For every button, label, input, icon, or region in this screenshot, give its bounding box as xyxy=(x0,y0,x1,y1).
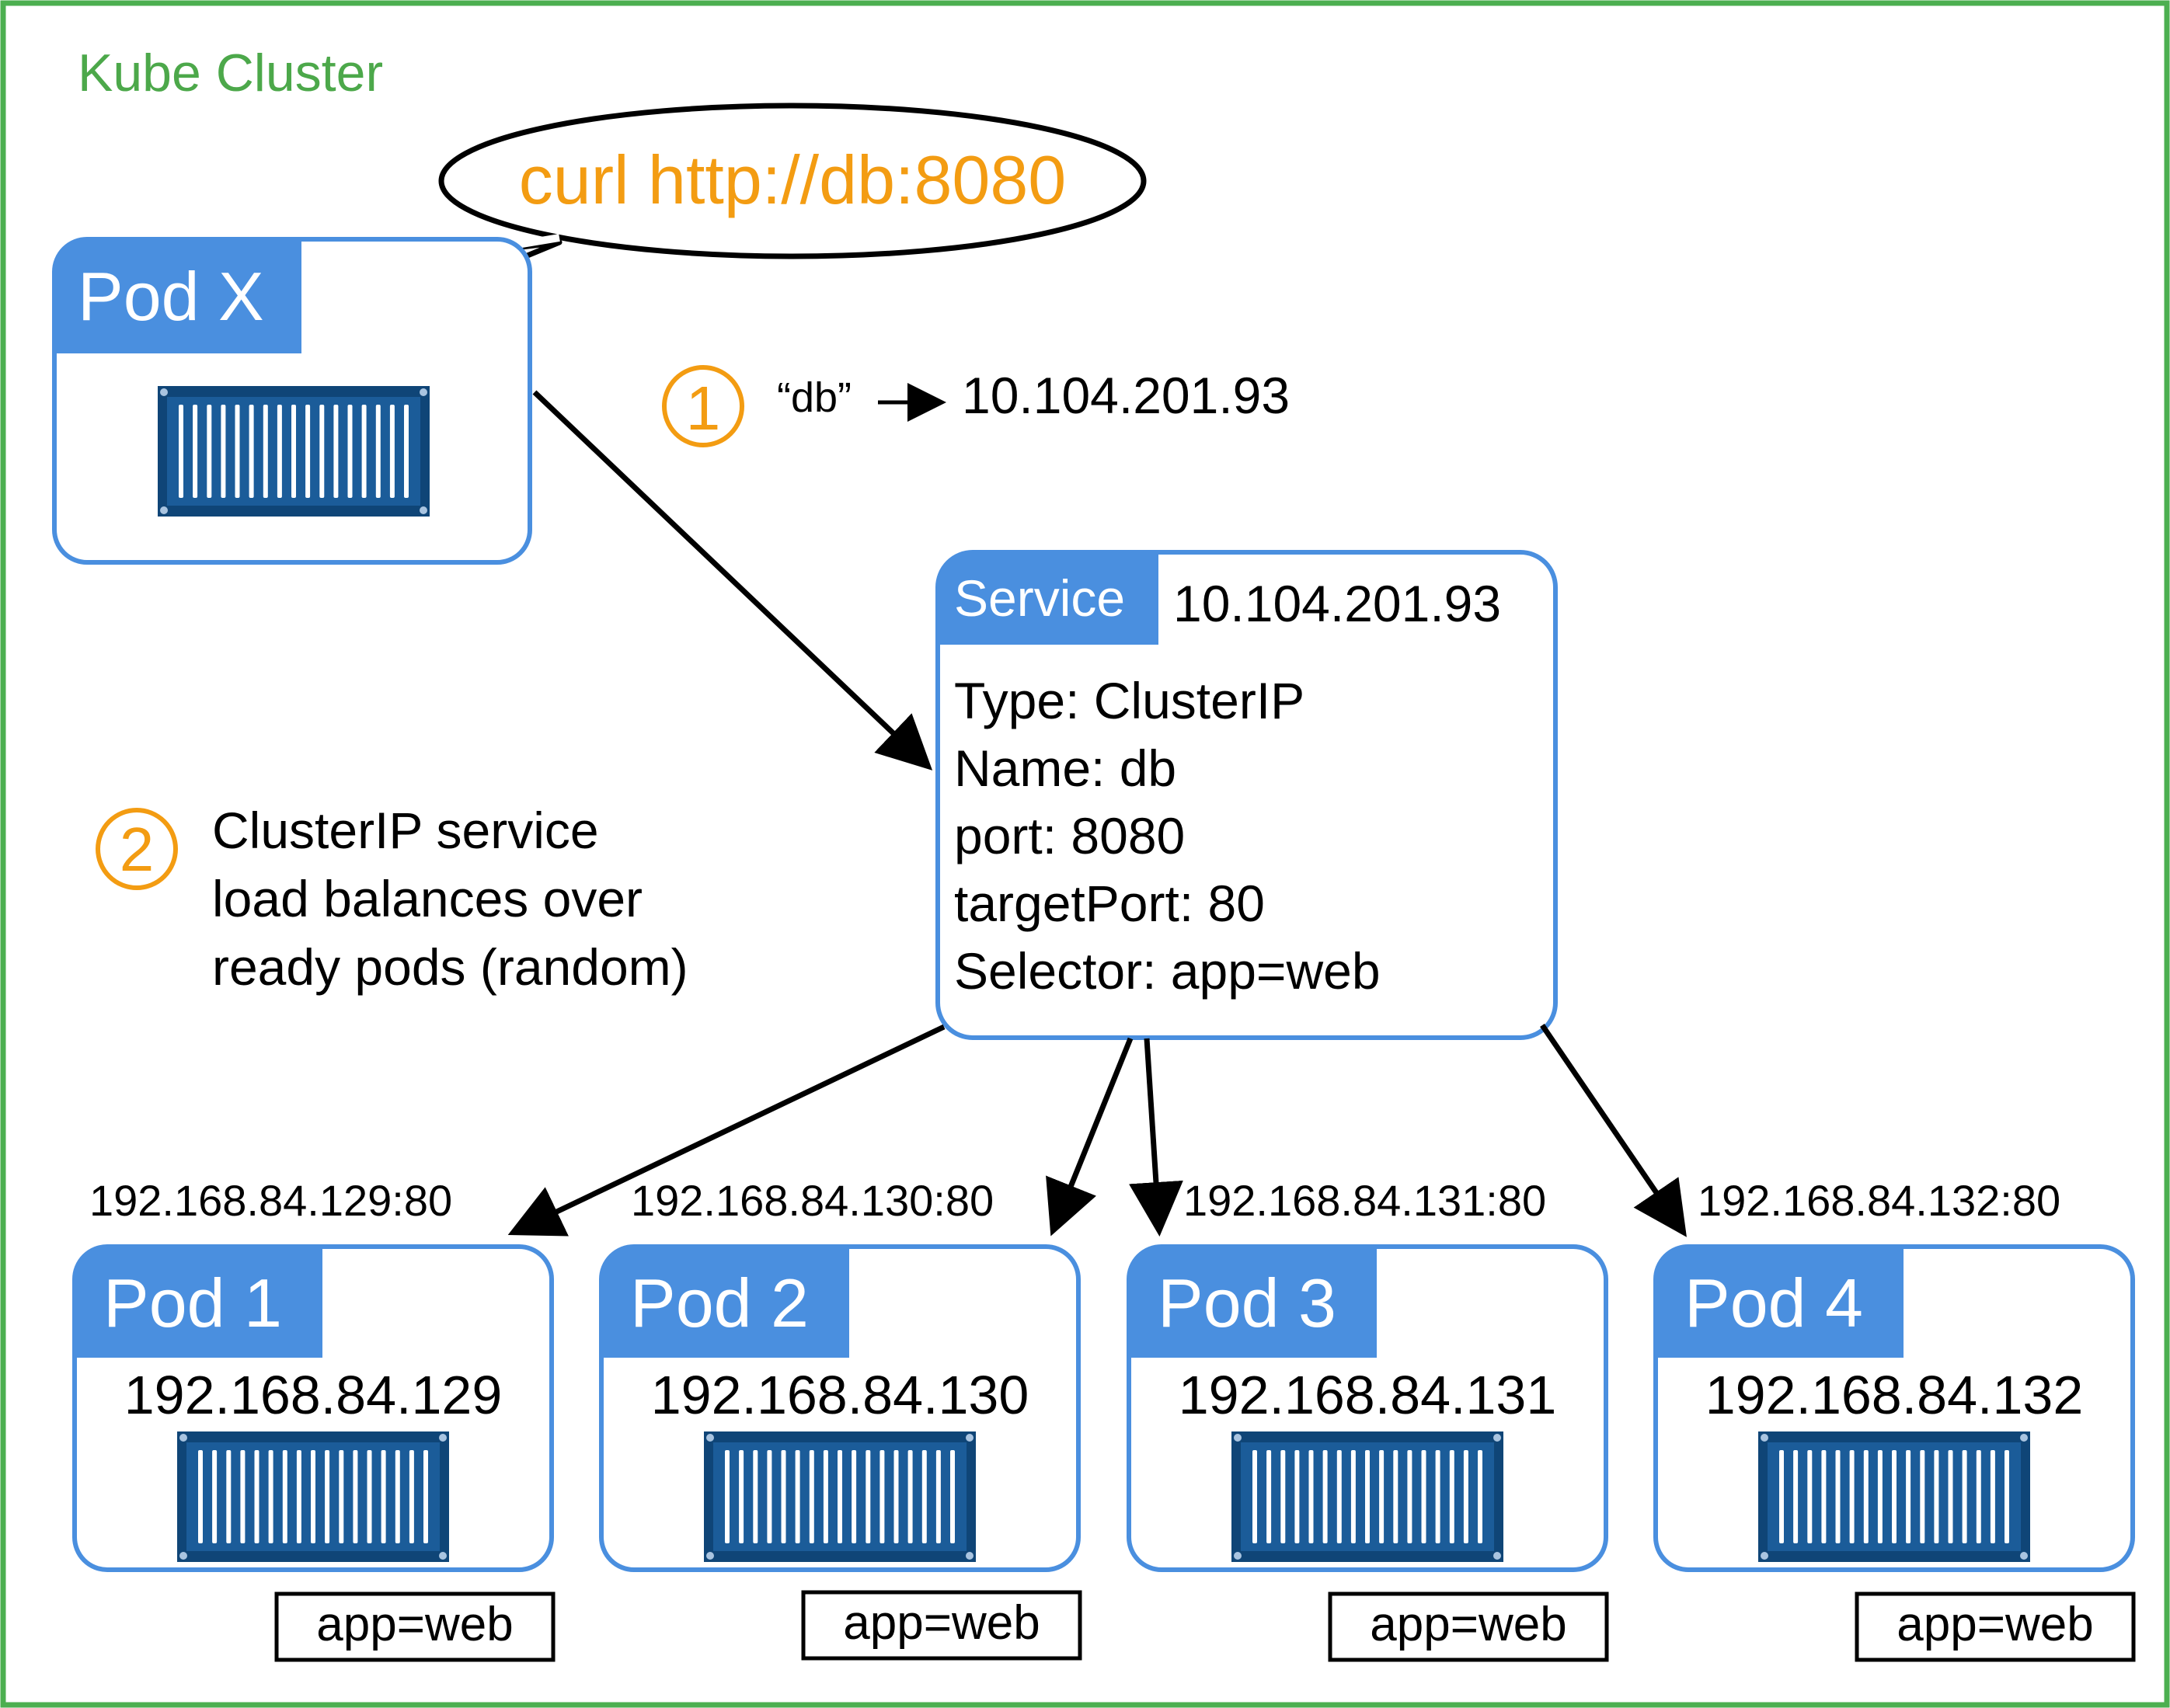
service-title: Service xyxy=(954,569,1125,627)
speech-bubble: curl http://db:8080 xyxy=(438,103,1147,275)
arrow-service-to-pod-3 xyxy=(1129,1038,1183,1237)
step-2-circle xyxy=(96,808,178,890)
arrow-service-to-pod-4 xyxy=(1540,1024,1687,1237)
pod-4-label-box xyxy=(1855,1591,2136,1662)
arrow-service-to-pod-2 xyxy=(1046,1037,1134,1237)
service-ip: 10.104.201.93 xyxy=(1173,575,1501,632)
pod-3-title: Pod 3 xyxy=(1158,1264,1336,1341)
pod-1-title: Pod 1 xyxy=(103,1264,282,1341)
step-2-line-1: ClusterIP service xyxy=(212,802,599,859)
step-1: 1 “db” 10.104.201.93 xyxy=(662,365,1290,447)
step-1-to: 10.104.201.93 xyxy=(962,367,1290,424)
step-2: 2 ClusterIP service load balances over r… xyxy=(96,802,688,996)
pod-4-ip: 192.168.84.132 xyxy=(1705,1365,2084,1425)
container-icon xyxy=(1231,1431,1503,1562)
pod-3-ip: 192.168.84.131 xyxy=(1179,1365,1557,1425)
pod-3[interactable]: 192.168.84.131:80 Pod 3 192.168.84.131 a… xyxy=(1127,1176,1609,1662)
pod-1-label: app=web xyxy=(316,1598,513,1651)
arrow-service-to-pod-1 xyxy=(507,1024,946,1237)
service-detail-port: port: 8080 xyxy=(954,807,1185,864)
pod-4-title: Pod 4 xyxy=(1684,1264,1863,1341)
pod-3-label-box xyxy=(1328,1591,1609,1662)
pods-row: 192.168.84.129:80 Pod 1 192.168.84.129 a… xyxy=(72,1176,2136,1662)
pod-4[interactable]: 192.168.84.132:80 Pod 4 192.168.84.132 a… xyxy=(1653,1176,2136,1662)
pod-4-label: app=web xyxy=(1897,1598,2093,1651)
pod-3-label: app=web xyxy=(1370,1598,1566,1651)
pod-x-title: Pod X xyxy=(78,258,264,335)
pod-2-label-box xyxy=(801,1590,1082,1661)
container-icon xyxy=(177,1431,449,1562)
pod-2-endpoint: 192.168.84.130:80 xyxy=(631,1176,994,1225)
container-icon xyxy=(1758,1431,2030,1562)
step-2-line-2: load balances over xyxy=(212,870,643,927)
pod-1[interactable]: 192.168.84.129:80 Pod 1 192.168.84.129 a… xyxy=(72,1176,556,1662)
arrow-podx-to-service xyxy=(532,390,933,771)
pod-1-ip: 192.168.84.129 xyxy=(124,1365,503,1425)
step-1-from: “db” xyxy=(777,374,852,421)
service-detail-type: Type: ClusterIP xyxy=(954,672,1304,729)
step-2-number: 2 xyxy=(120,815,155,884)
container-icon xyxy=(158,386,430,517)
pod-1-label-box xyxy=(274,1591,556,1662)
container-icon xyxy=(704,1431,976,1562)
service-detail-selector: Selector: app=web xyxy=(954,942,1381,1000)
pod-2-ip: 192.168.84.130 xyxy=(651,1365,1029,1425)
service-detail-name: Name: db xyxy=(954,739,1176,797)
pod-1-endpoint: 192.168.84.129:80 xyxy=(89,1176,452,1225)
pod-4-endpoint: 192.168.84.132:80 xyxy=(1698,1176,2060,1225)
service-box[interactable]: Service 10.104.201.93 Type: ClusterIP Na… xyxy=(935,550,1558,1040)
pod-2[interactable]: 192.168.84.130:80 Pod 2 192.168.84.130 a… xyxy=(599,1176,1082,1661)
pod-2-title: Pod 2 xyxy=(630,1264,809,1341)
cluster-label: Kube Cluster xyxy=(78,43,383,103)
pod-2-label: app=web xyxy=(843,1596,1040,1650)
pod-3-endpoint: 192.168.84.131:80 xyxy=(1183,1176,1546,1225)
step-2-line-3: ready pods (random) xyxy=(212,938,688,996)
pod-x[interactable]: Pod X xyxy=(52,237,532,565)
step-1-circle xyxy=(662,365,744,447)
step-1-number: 1 xyxy=(686,374,721,443)
service-detail-targetport: targetPort: 80 xyxy=(954,875,1265,932)
speech-text: curl http://db:8080 xyxy=(519,141,1066,218)
